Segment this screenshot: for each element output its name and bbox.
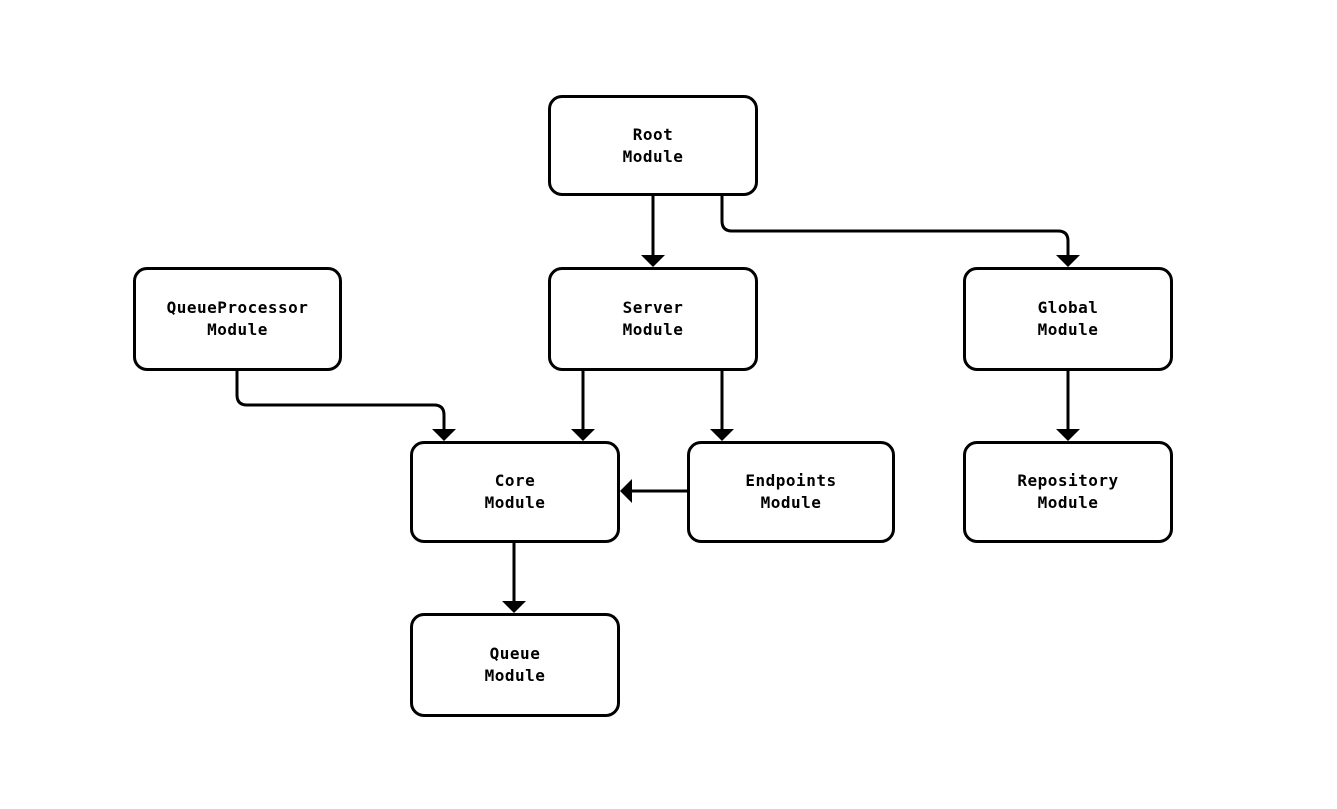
node-label-secondary: Module bbox=[622, 146, 684, 166]
node-label-secondary: Module bbox=[484, 666, 546, 685]
edge-root-to-global bbox=[720, 196, 1080, 267]
edge-global-to-repository bbox=[1056, 371, 1080, 441]
node-label-primary: Repository bbox=[1017, 471, 1119, 490]
arrowhead-icon bbox=[710, 429, 734, 441]
arrowhead-icon bbox=[502, 601, 526, 613]
arrowhead-icon bbox=[1056, 255, 1080, 267]
node-label-secondary: Module bbox=[1037, 493, 1099, 512]
node-label-primary: Server bbox=[622, 298, 684, 317]
node-label-primary: Global bbox=[1037, 298, 1099, 317]
node-label-primary: Core bbox=[494, 471, 536, 490]
node-label-secondary: Module bbox=[1037, 320, 1099, 339]
node-label-secondary: Module bbox=[622, 320, 684, 339]
arrowhead-icon bbox=[1056, 429, 1080, 441]
arrowhead-icon bbox=[571, 429, 595, 441]
arrowhead-icon bbox=[432, 429, 456, 441]
edge-queueprocessor-to-core bbox=[235, 371, 456, 441]
edge-core-to-queue bbox=[502, 543, 526, 613]
arrowhead-icon bbox=[620, 479, 632, 503]
node-label-primary: QueueProcessor bbox=[166, 298, 309, 317]
edge-line bbox=[720, 196, 1070, 256]
node-label-primary: Queue bbox=[489, 644, 541, 663]
node-label-secondary: Module bbox=[760, 493, 822, 512]
node-label-primary: Endpoints bbox=[745, 471, 837, 490]
edge-server-to-core bbox=[571, 371, 595, 441]
arrowhead-icon bbox=[641, 255, 665, 267]
edge-root-to-server bbox=[641, 196, 665, 267]
edge-endpoints-to-core bbox=[620, 479, 687, 503]
node-label-secondary: Module bbox=[207, 320, 268, 339]
node-label-secondary: Module bbox=[484, 493, 546, 512]
edge-server-to-endpoints bbox=[710, 371, 734, 441]
edge-line bbox=[235, 371, 446, 430]
node-label-primary: Root bbox=[632, 124, 674, 144]
